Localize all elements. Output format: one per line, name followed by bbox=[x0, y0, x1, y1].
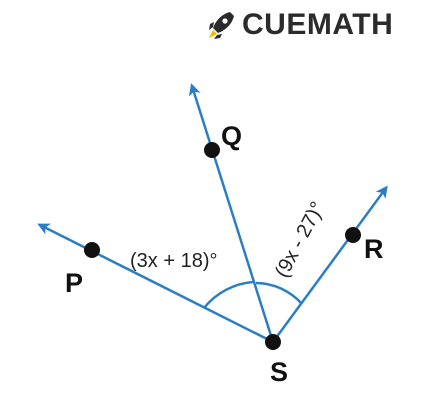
point-p bbox=[84, 242, 100, 258]
point-s bbox=[265, 334, 281, 350]
ray-sr bbox=[271, 185, 388, 343]
label-s: S bbox=[270, 357, 288, 387]
angle-arc-psq bbox=[203, 280, 254, 309]
ray-sq bbox=[188, 83, 275, 343]
ray-sp bbox=[37, 223, 274, 344]
point-q bbox=[204, 142, 220, 158]
label-p: P bbox=[65, 268, 83, 298]
label-q: Q bbox=[221, 121, 242, 151]
brand-name: CUEMATH bbox=[242, 8, 393, 41]
label-r: R bbox=[364, 234, 384, 264]
angle-arc-qsr bbox=[255, 281, 303, 305]
brand-logo: CUEMATH bbox=[209, 8, 393, 41]
rocket-icon bbox=[209, 12, 234, 39]
angle-label-qsr: (9x - 27)° bbox=[271, 198, 329, 281]
point-r bbox=[345, 227, 361, 243]
angle-label-psq: (3x + 18)° bbox=[130, 250, 217, 272]
